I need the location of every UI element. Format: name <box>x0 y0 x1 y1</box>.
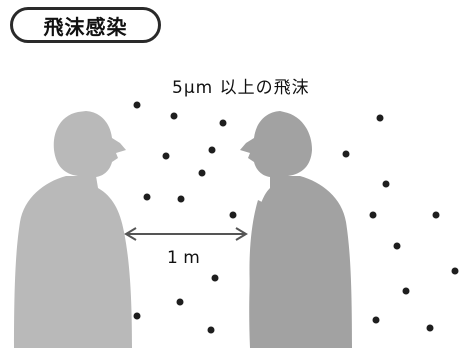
droplet <box>207 326 215 334</box>
left-person-silhouette <box>14 111 132 348</box>
droplet <box>198 169 206 177</box>
droplet <box>177 195 185 203</box>
droplet <box>382 180 390 188</box>
droplet <box>376 114 384 122</box>
right-person-silhouette <box>240 111 352 348</box>
droplet <box>133 312 141 320</box>
droplets <box>133 101 459 334</box>
droplet <box>143 193 151 201</box>
droplet <box>133 101 141 109</box>
distance-label: 1 m <box>167 248 200 268</box>
droplet <box>162 152 170 160</box>
title-text: 飛沫感染 <box>43 14 128 39</box>
droplet <box>176 298 184 306</box>
droplet <box>219 119 227 127</box>
droplet <box>451 267 459 275</box>
droplet-caption: 5μm 以上の飛沫 <box>172 78 310 98</box>
droplet <box>211 274 219 282</box>
droplet <box>393 242 401 250</box>
distance-arrow <box>124 227 248 241</box>
droplet <box>208 146 216 154</box>
title-badge: 飛沫感染 <box>10 7 161 43</box>
droplet <box>369 211 377 219</box>
droplet <box>170 112 178 120</box>
droplet <box>229 211 237 219</box>
droplet <box>432 211 440 219</box>
droplet <box>342 150 350 158</box>
droplet <box>402 287 410 295</box>
droplet <box>372 316 380 324</box>
droplet <box>426 324 434 332</box>
